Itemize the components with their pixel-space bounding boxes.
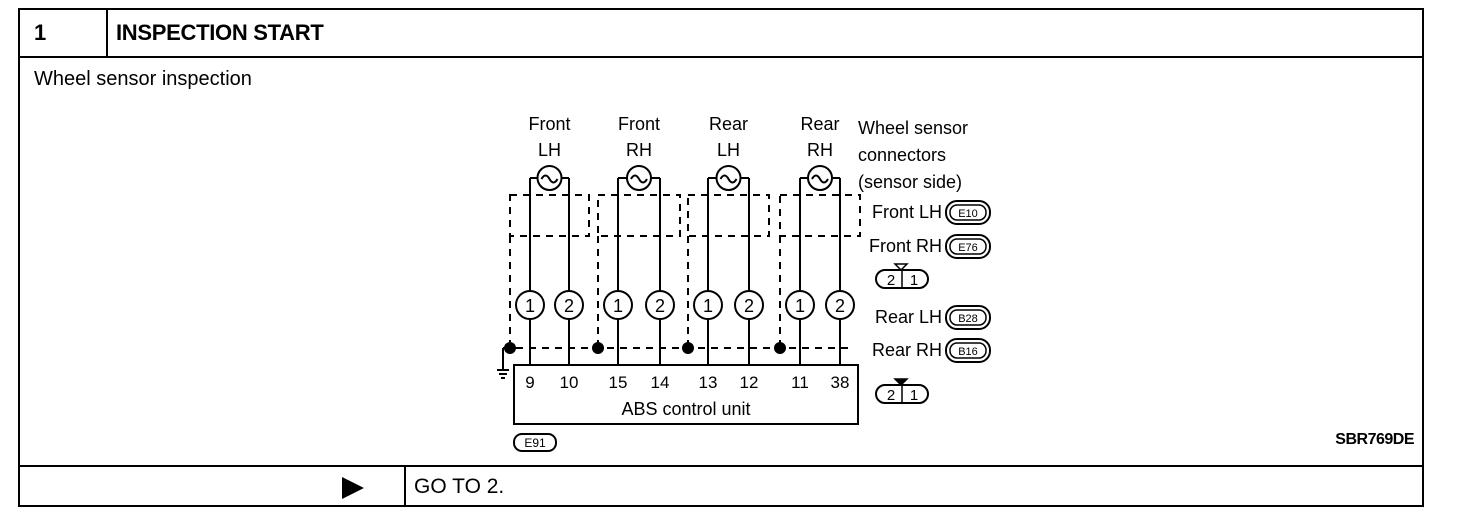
terminal-number: 14: [651, 373, 670, 392]
terminal-number: 10: [560, 373, 579, 392]
connector-code-outer: [945, 338, 991, 363]
wiring-diagram: ABS control unitE91FrontLH19210FrontRH11…: [497, 114, 991, 452]
terminal-number: 12: [740, 373, 759, 392]
connector-pin-circle: [554, 290, 584, 320]
sensor-label-line2: RH: [807, 140, 833, 160]
connector-name: Front RH: [869, 236, 942, 256]
step-title: INSPECTION START: [116, 20, 324, 45]
terminal-number: 38: [831, 373, 850, 392]
legend-title: connectors: [858, 145, 946, 165]
sensor-wave-icon: [630, 174, 648, 184]
terminal-number: 9: [525, 373, 534, 392]
connector-shield-outline: [597, 194, 681, 237]
connector-name: Rear RH: [872, 340, 942, 360]
connector-code-inner: [949, 204, 987, 221]
connector-face-pin: 2: [887, 272, 895, 289]
connector-code-inner: [949, 309, 987, 326]
terminal-number: 11: [791, 373, 809, 392]
step-header: 1 INSPECTION START: [20, 10, 1422, 58]
inspection-step-table: 1 INSPECTION START Wheel sensor inspecti…: [18, 8, 1424, 507]
abs-control-unit-label: ABS control unit: [621, 399, 750, 419]
e91-connector-tag: [513, 433, 557, 452]
connector-code: E76: [958, 242, 978, 254]
connector-code-inner: [949, 342, 987, 359]
arrow-right-icon: [342, 477, 364, 499]
connector-code: B16: [958, 346, 978, 358]
e91-connector-label: E91: [524, 436, 546, 450]
connector-pin-circle: [515, 290, 545, 320]
connector-code-outer: [945, 234, 991, 259]
shield-junction-dot: [504, 342, 516, 354]
connector-name: Front LH: [872, 202, 942, 222]
connector-code: B28: [958, 313, 978, 325]
connector-pin-label: 2: [835, 296, 845, 316]
connector-pin-label: 2: [744, 296, 754, 316]
legend-title: Wheel sensor: [858, 118, 968, 138]
legend-title: (sensor side): [858, 172, 962, 192]
sensor-label-line1: Front: [528, 114, 570, 134]
connector-key-icon: [893, 263, 909, 272]
connector-shield-outline: [687, 194, 770, 237]
sensor-wave-icon: [811, 174, 829, 184]
connector-face-pin: 1: [910, 387, 918, 404]
connector-pin-label: 1: [525, 296, 535, 316]
shield-junction-dot: [774, 342, 786, 354]
connector-code-outer: [945, 200, 991, 225]
connector-shield-outline: [779, 194, 861, 237]
connector-pin-circle: [734, 290, 764, 320]
connector-face-pin: 2: [887, 387, 895, 404]
connector-pin-circle: [693, 290, 723, 320]
connector-pin-circle: [645, 290, 675, 320]
connector-shield-outline: [509, 194, 590, 237]
sensor-label-line2: LH: [538, 140, 561, 160]
connector-key-icon: [893, 378, 909, 387]
connector-code-outer: [945, 305, 991, 330]
connector-pin-circle: [825, 290, 855, 320]
connector-name: Rear LH: [875, 307, 942, 327]
abs-control-unit-box: [513, 364, 859, 425]
sensor-label-line2: LH: [717, 140, 740, 160]
step-number: 1: [20, 10, 108, 56]
sensor-wave-icon: [719, 174, 738, 184]
connector-code: E10: [958, 208, 978, 220]
connector-pin-label: 2: [655, 296, 665, 316]
sensor-label-line1: Front: [618, 114, 660, 134]
content-subtitle: Wheel sensor inspection: [34, 68, 252, 90]
step-footer: GO TO 2.: [20, 465, 1422, 507]
sensor-wave-icon: [540, 174, 559, 184]
connector-pin-circle: [785, 290, 815, 320]
shield-junction-dot: [592, 342, 604, 354]
sensor-label-line1: Rear: [800, 114, 839, 134]
sensor-label-line1: Rear: [709, 114, 748, 134]
connector-pin-label: 1: [703, 296, 713, 316]
footer-left-cell: [20, 467, 406, 507]
terminal-number: 13: [699, 373, 718, 392]
terminal-number: 15: [609, 373, 628, 392]
connector-pin-label: 1: [613, 296, 623, 316]
connector-code-inner: [949, 238, 987, 255]
connector-pin-label: 2: [564, 296, 574, 316]
connector-pin-label: 1: [795, 296, 805, 316]
sensor-label-line2: RH: [626, 140, 652, 160]
figure-code: SBR769DE: [1335, 431, 1414, 448]
goto-next-step: GO TO 2.: [414, 475, 505, 498]
shield-junction-dot: [682, 342, 694, 354]
step-content: Wheel sensor inspection ABS control unit…: [20, 58, 1422, 465]
connector-pin-circle: [603, 290, 633, 320]
connector-face-pin: 1: [910, 272, 918, 289]
